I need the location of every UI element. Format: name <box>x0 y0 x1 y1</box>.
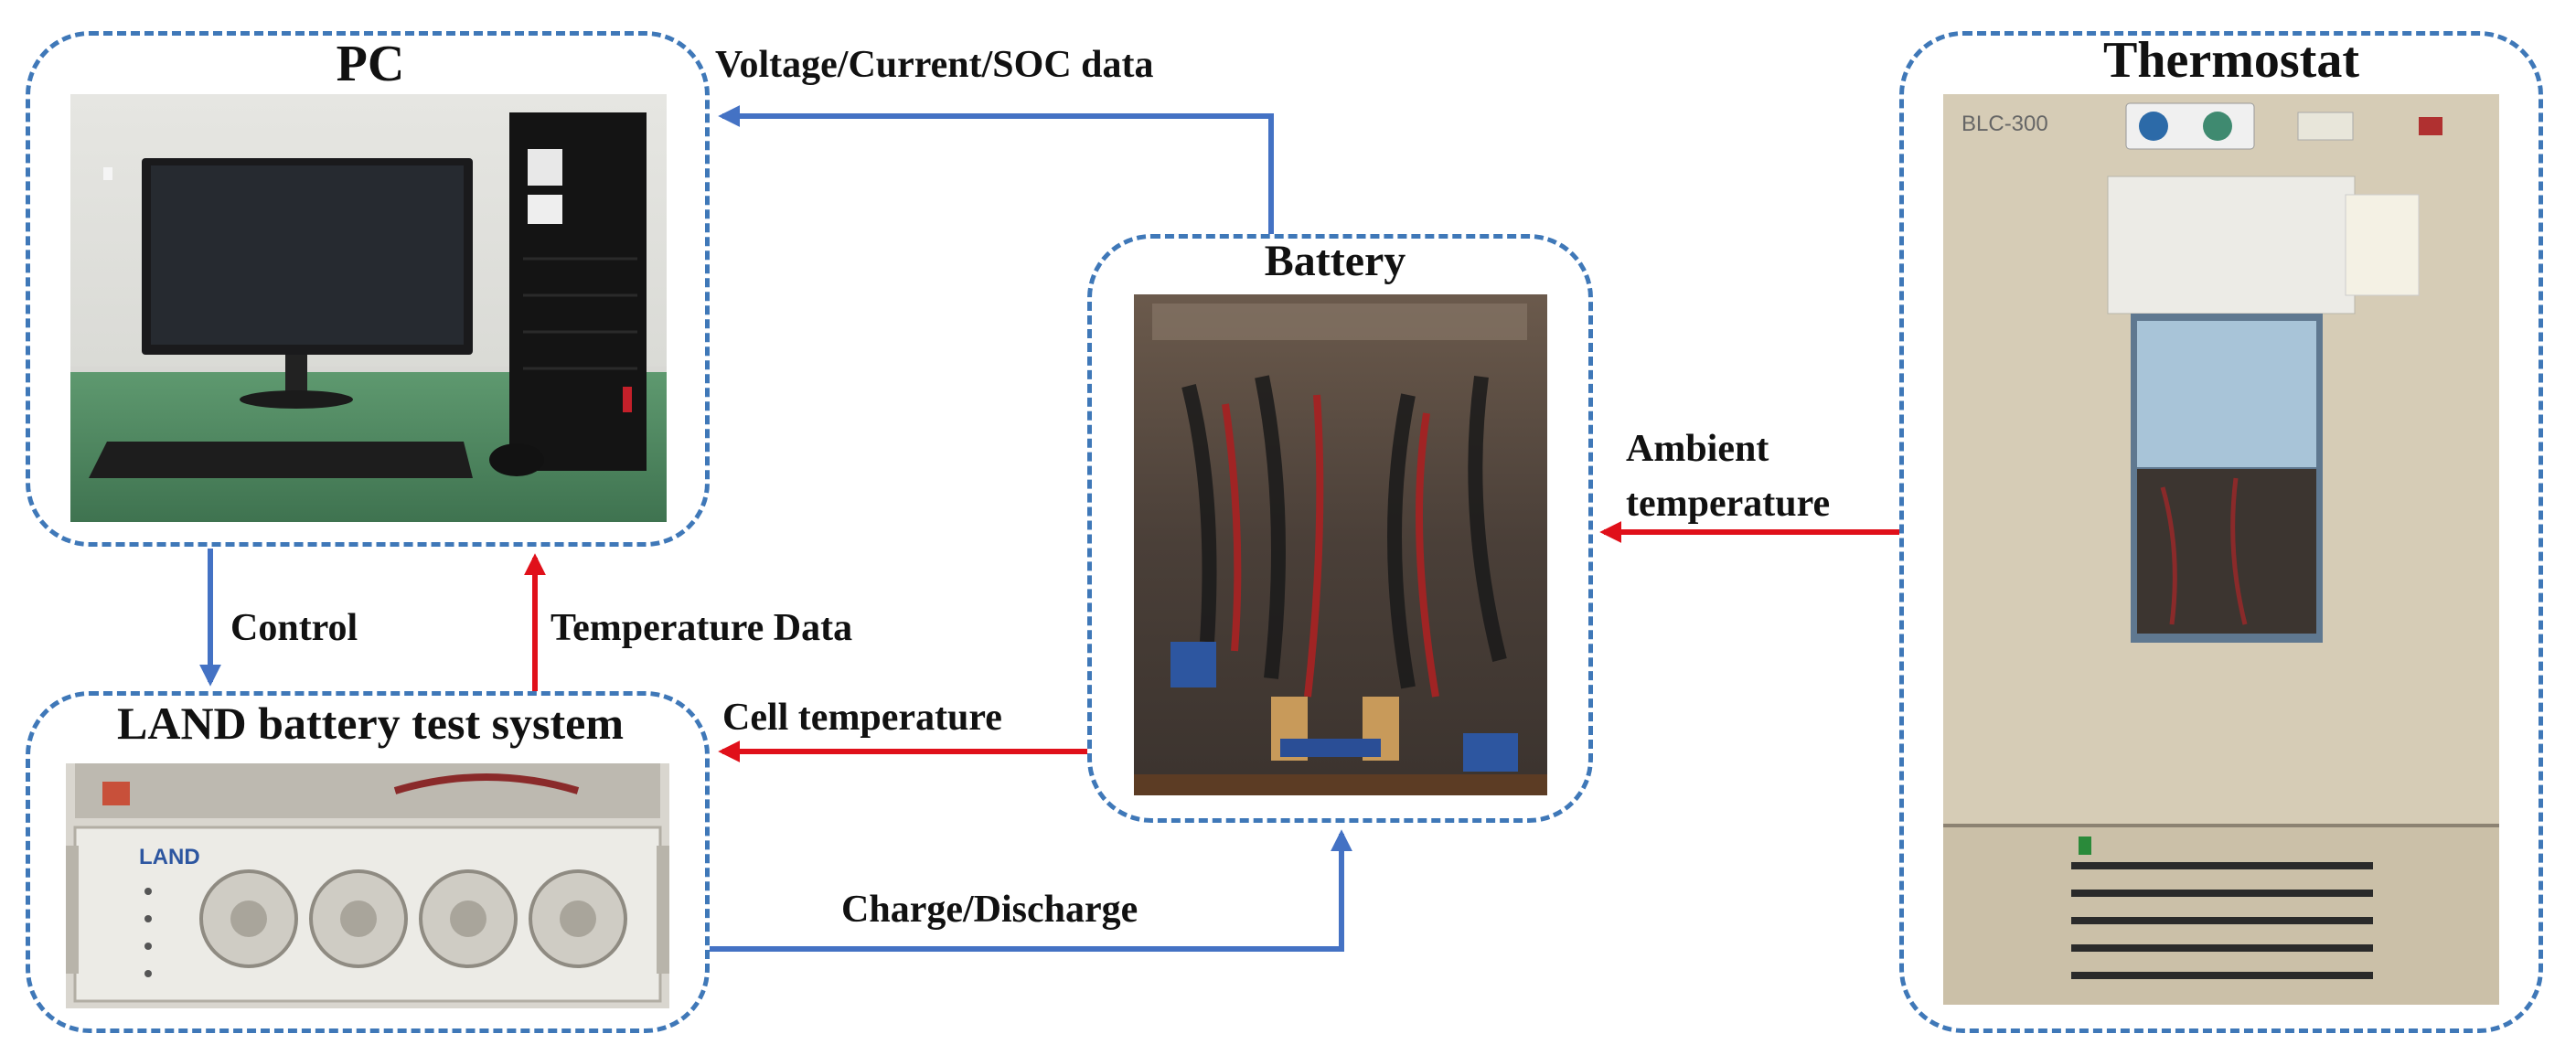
land-device-label: LAND <box>139 845 200 869</box>
control-label: Control <box>230 607 358 649</box>
temperature-data-label: Temperature Data <box>550 607 853 649</box>
voltage-data-label: Voltage/Current/SOC data <box>715 44 1154 86</box>
charge-discharge-label: Charge/Discharge <box>841 889 1138 931</box>
pc-title: PC <box>336 36 405 92</box>
charge-discharge-arrow <box>710 829 1352 952</box>
thermostat-photo: BLC-300 <box>1943 94 2499 1005</box>
battery-photo <box>1134 294 1547 795</box>
battery-title: Battery <box>1264 237 1406 285</box>
ambient-temperature-label-line2: temperature <box>1626 483 1831 525</box>
pc-photo <box>70 94 667 522</box>
thermostat-device-label: BLC-300 <box>1961 112 2048 136</box>
cell-temperature-label: Cell temperature <box>722 697 1002 739</box>
land-title: LAND battery test system <box>116 698 625 749</box>
thermostat-title: Thermostat <box>2103 32 2359 89</box>
ambient-temperature-label-line1: Ambient <box>1626 428 1769 470</box>
voltage-data-arrow <box>718 105 1274 234</box>
land-photo: LAND <box>66 763 669 1008</box>
